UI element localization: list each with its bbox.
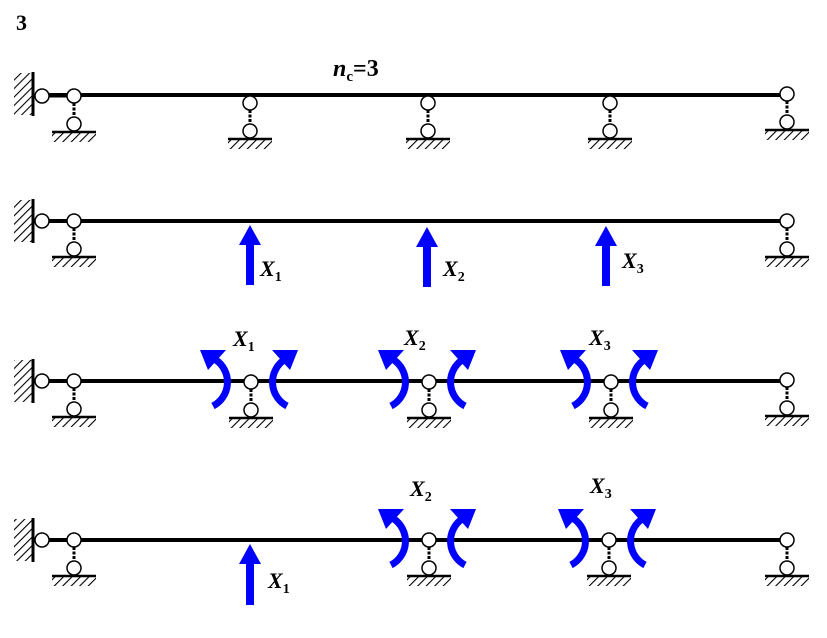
beam-original xyxy=(14,72,811,151)
fixed-support-left xyxy=(14,359,68,403)
moment-arrows xyxy=(211,357,649,410)
fixed-support-left xyxy=(14,199,68,243)
moment-label: X2 xyxy=(403,325,426,354)
beam-moment-redundants: X1 X2 X3 xyxy=(14,325,811,430)
roller-support xyxy=(226,94,274,151)
degree-subscript: c xyxy=(346,69,353,85)
figure-number: 3 xyxy=(16,10,27,35)
moment-arrowheads xyxy=(200,350,658,370)
fixed-support-left xyxy=(14,72,68,116)
force-label: X3 xyxy=(621,248,644,277)
degree-symbol: n xyxy=(333,56,346,82)
degree-value: =3 xyxy=(353,56,379,82)
redundant-force-arrows xyxy=(239,225,617,287)
fixed-support-left xyxy=(14,518,68,562)
degree-label: nc=3 xyxy=(333,56,379,85)
force-label: X1 xyxy=(267,568,290,597)
force-label: X1 xyxy=(259,256,282,285)
roller-support xyxy=(404,94,452,151)
moment-label: X3 xyxy=(589,473,612,502)
roller-support xyxy=(586,94,634,151)
moment-arrows xyxy=(389,516,647,569)
up-arrow xyxy=(595,226,617,286)
up-arrow xyxy=(239,544,261,605)
moment-label: X3 xyxy=(588,325,611,354)
moment-label: X2 xyxy=(409,476,432,505)
beam-vertical-redundants: X1 X2 X3 xyxy=(14,199,811,287)
up-arrow xyxy=(416,227,438,287)
up-arrow xyxy=(239,225,261,285)
moment-label: X1 xyxy=(232,326,255,355)
force-label: X2 xyxy=(442,256,465,285)
beam-mixed-redundants: X1 X2 X3 xyxy=(14,473,811,605)
moment-arrowheads xyxy=(378,509,656,529)
